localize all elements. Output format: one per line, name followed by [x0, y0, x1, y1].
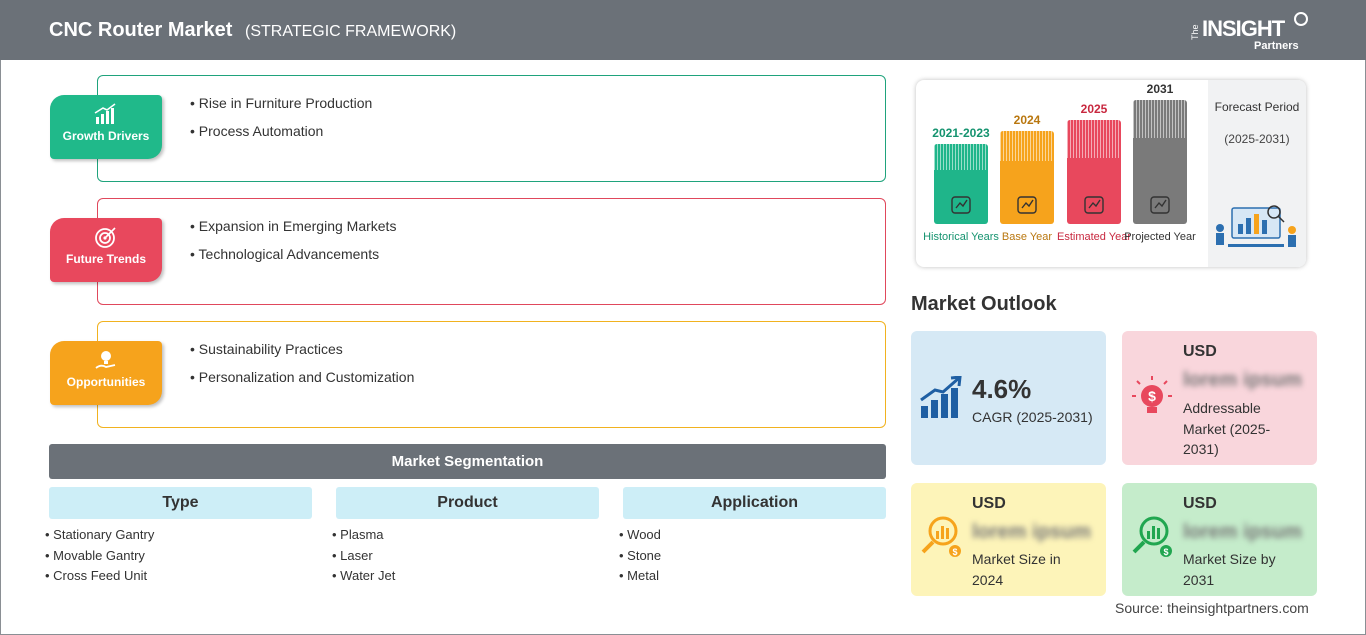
badge-label: Future Trends — [65, 252, 146, 266]
segmentation-header: Market Segmentation — [49, 444, 886, 479]
magnifier-chart-icon: $ — [1132, 516, 1172, 557]
list-item: Process Automation — [190, 123, 372, 139]
segment-item: Laser — [332, 546, 599, 567]
target-icon — [95, 227, 116, 248]
segment-item: Stone — [619, 546, 886, 567]
segment-item: Metal — [619, 566, 886, 587]
segment-item: Plasma — [332, 525, 599, 546]
segment-item: Wood — [619, 525, 886, 546]
logo-partners: Partners — [1254, 40, 1299, 52]
forecast-title: Forecast Period — [1214, 100, 1300, 114]
logo-ring-icon — [1294, 12, 1308, 26]
timeline-bar — [1133, 100, 1187, 224]
outlook-title: Market Outlook — [911, 293, 1057, 315]
timeline-year: 2021-2023 — [932, 126, 990, 140]
cagr-value: 4.6% — [972, 374, 1032, 404]
timeline-bar — [1000, 131, 1054, 224]
segment-product: Product Plasma Laser Water Jet — [336, 487, 599, 587]
forecast-range: (2025-2031) — [1224, 132, 1290, 146]
growth-drivers-card: Rise in Furniture Production Process Aut… — [97, 75, 886, 182]
list-item: Personalization and Customization — [190, 369, 415, 385]
cagr-tile: 4.6% CAGR (2025-2031) — [911, 331, 1106, 465]
estimate-icon — [1084, 196, 1104, 214]
size-2024-currency: USD — [972, 495, 1006, 512]
size-2031-label: Market Size by 2031 — [1183, 551, 1276, 588]
analytics-illustration-icon — [1216, 205, 1296, 247]
brand-logo[interactable]: The INSIGHT Partners — [1190, 10, 1310, 54]
magnifier-chart-icon: $ — [921, 516, 961, 557]
bar-stripes — [1000, 131, 1054, 161]
timeline-year: 2031 — [1146, 82, 1174, 96]
history-icon — [951, 196, 971, 214]
svg-text:$: $ — [1163, 547, 1168, 557]
timeline-year: 2025 — [1080, 102, 1108, 116]
bar-stripes — [1067, 120, 1121, 158]
svg-text:$: $ — [952, 547, 957, 557]
market-size-2031-tile: $ USD lorem ipsum Market Size by 2031 — [1122, 483, 1317, 596]
opportunities-card: Sustainability Practices Personalization… — [97, 321, 886, 428]
timeline-label: Base Year — [1001, 231, 1053, 243]
logo-insight: INSIGHT — [1202, 16, 1285, 41]
opportunities-badge: Opportunities — [50, 341, 162, 405]
timeline-year: 2024 — [1013, 113, 1041, 127]
opportunities-list: Sustainability Practices Personalization… — [190, 341, 415, 397]
svg-text:$: $ — [1148, 388, 1156, 404]
growth-chart-icon — [920, 376, 962, 418]
list-item: Rise in Furniture Production — [190, 95, 373, 111]
list-item: Sustainability Practices — [190, 341, 414, 357]
size-2031-value: lorem ipsum — [1183, 521, 1302, 543]
addressable-currency: USD — [1183, 343, 1217, 360]
size-2024-label: Market Size in 2024 — [972, 551, 1061, 588]
segment-heading: Product — [336, 487, 599, 519]
future-trends-card: Expansion in Emerging Markets Technologi… — [97, 198, 886, 305]
timeline-label: Historical Years — [923, 231, 999, 243]
addressable-market-tile: $ USD lorem ipsum Addressable Market (20… — [1122, 331, 1317, 465]
page-subtitle: (STRATEGIC FRAMEWORK) — [245, 23, 457, 40]
bar-stripes — [1133, 100, 1187, 138]
segment-item: Movable Gantry — [45, 546, 312, 567]
segment-type: Type Stationary Gantry Movable Gantry Cr… — [49, 487, 312, 587]
bar-stripes — [934, 144, 988, 170]
timeline-bar — [934, 144, 988, 224]
market-size-2024-tile: $ USD lorem ipsum Market Size in 2024 — [911, 483, 1106, 596]
segment-application: Application Wood Stone Metal — [623, 487, 886, 587]
calendar-icon — [1017, 196, 1037, 214]
growth-drivers-badge: Growth Drivers — [50, 95, 162, 159]
segment-heading: Type — [49, 487, 312, 519]
segment-item: Cross Feed Unit — [45, 566, 312, 587]
lightbulb-hand-icon — [95, 351, 116, 369]
badge-label: Growth Drivers — [62, 129, 150, 143]
page-title: CNC Router Market — [49, 19, 233, 41]
addressable-label: Addressable Market (2025-2031) — [1183, 400, 1271, 457]
size-2024-value: lorem ipsum — [972, 521, 1091, 543]
addressable-value: lorem ipsum — [1183, 369, 1302, 391]
projection-icon — [1150, 196, 1170, 214]
header-bar: CNC Router Market (STRATEGIC FRAMEWORK) … — [0, 0, 1366, 60]
source-note[interactable]: Source: theinsightpartners.com — [1115, 600, 1309, 616]
size-2031-currency: USD — [1183, 495, 1217, 512]
growth-drivers-list: Rise in Furniture Production Process Aut… — [190, 95, 373, 151]
list-item: Expansion in Emerging Markets — [190, 218, 397, 234]
lightbulb-dollar-icon: $ — [1132, 376, 1172, 413]
list-item: Technological Advancements — [190, 246, 396, 262]
segment-item: Water Jet — [332, 566, 599, 587]
growth-chart-icon — [94, 103, 116, 124]
timeline-bar — [1067, 120, 1121, 224]
segment-item: Stationary Gantry — [45, 525, 312, 546]
badge-label: Opportunities — [66, 375, 146, 389]
cagr-label: CAGR (2025-2031) — [972, 409, 1093, 425]
logo-the: The — [1190, 24, 1200, 40]
timeline-label: Estimated Year — [1057, 231, 1131, 243]
future-trends-badge: Future Trends — [50, 218, 162, 282]
future-trends-list: Expansion in Emerging Markets Technologi… — [190, 218, 397, 274]
segment-heading: Application — [623, 487, 886, 519]
timeline-label: Projected Year — [1124, 231, 1196, 243]
